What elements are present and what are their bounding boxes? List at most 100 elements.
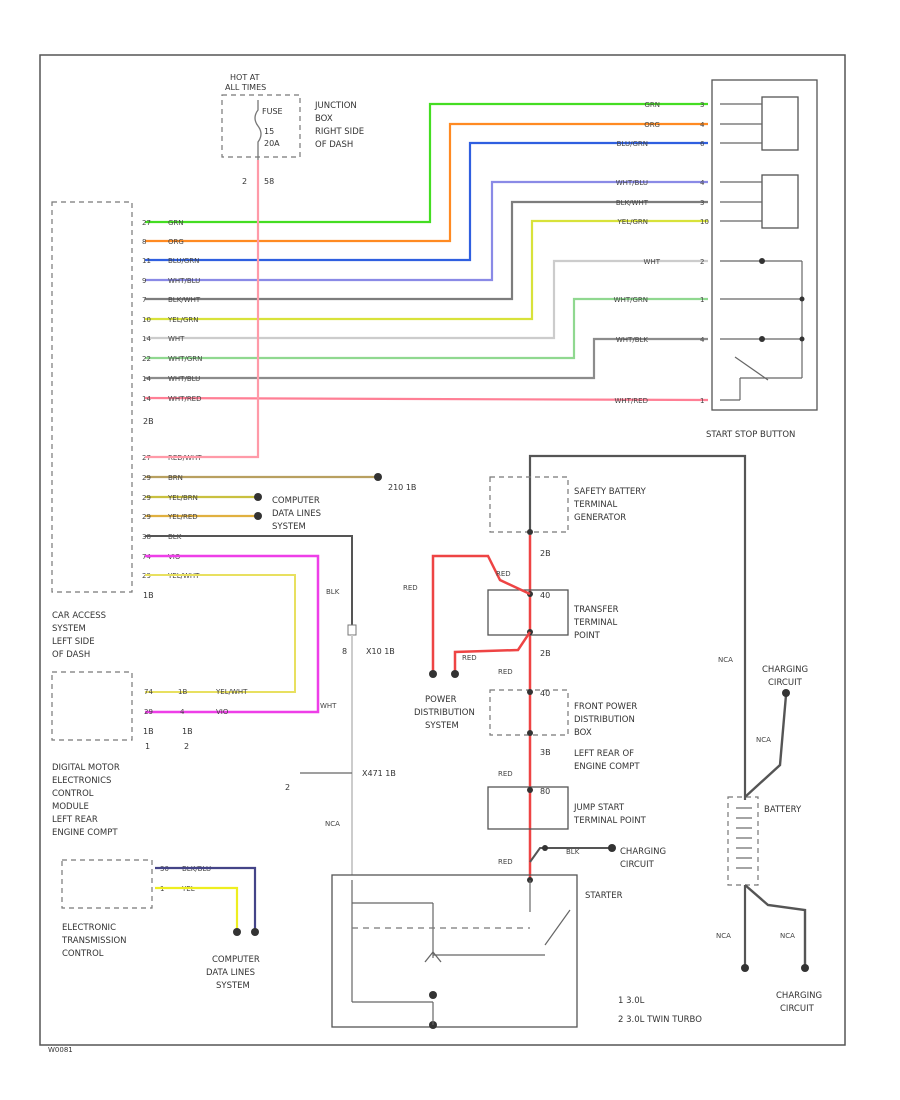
nca-starter-label: NCA — [325, 820, 340, 828]
charging-3-line1: CHARGING — [776, 991, 822, 1001]
red-label-6: RED — [498, 858, 513, 866]
cas-wire-label-10: WHT/RED — [168, 395, 202, 403]
all-times-label: ALL TIMES — [225, 83, 266, 92]
cas-wire-label-9: WHT/BLU — [168, 375, 200, 383]
fuse-amp: 20A — [264, 139, 280, 148]
pin-2-label: 2 — [285, 783, 290, 792]
fuse-label: FUSE — [262, 107, 283, 116]
btn-wire-label-9: WHT/BLK — [616, 336, 649, 344]
diagram-frame — [39, 54, 846, 1046]
front-power-line1: FRONT POWER — [574, 702, 637, 712]
car-access-line4: OF DASH — [52, 650, 90, 660]
wht-wire-label: WHT — [320, 702, 337, 710]
transfer-line2: TERMINAL — [573, 618, 617, 628]
fuse-number: 15 — [264, 127, 274, 136]
cas-pin-3: 11 — [142, 257, 151, 265]
dme-pin-1b-top: 1B — [178, 688, 187, 696]
transfer-line3: POINT — [574, 631, 601, 641]
transmission-line1: ELECTRONIC — [62, 923, 116, 933]
junction-box: HOT AT ALL TIMES FUSE 15 20A JUNCTION BO… — [221, 73, 364, 186]
computer-data-line3: SYSTEM — [272, 522, 306, 532]
front-power-line5: ENGINE COMPT — [574, 762, 640, 772]
red-pd-wire-2 — [453, 631, 532, 672]
btn-pin-6: 10 — [700, 218, 709, 226]
btn-pin-9: 4 — [700, 336, 705, 344]
connector-x10 — [347, 624, 357, 636]
pin-8-label: 8 — [342, 647, 347, 656]
btn-pin-1: 3 — [700, 101, 704, 109]
red-label-4: RED — [498, 668, 513, 676]
wire-4 — [145, 180, 708, 282]
fuse-pin-58: 58 — [264, 177, 274, 186]
car-access-system: 2B 1B CAR ACCESS SYSTEM LEFT SIDE OF DAS… — [51, 201, 154, 660]
wire-7 — [145, 259, 708, 340]
dme-pin-4: 4 — [180, 708, 185, 716]
dme-color-1: YEL/WHT — [215, 688, 248, 696]
blk-wire-label: BLK — [326, 588, 340, 596]
btn-pin-3: 6 — [700, 140, 705, 148]
cas-pin-1b: 1B — [143, 591, 154, 600]
tp-pin-40: 40 — [540, 591, 550, 600]
dme-line6: ENGINE COMPT — [52, 828, 118, 838]
charging-1-line2: CIRCUIT — [620, 860, 655, 870]
cas-wire-label-1: GRN — [168, 219, 184, 227]
dme-bottom-3: 1 — [145, 742, 150, 751]
charging-1-line1: CHARGING — [620, 847, 666, 857]
data-line-node-1 — [254, 493, 262, 501]
safety-battery-line2: TERMINAL — [573, 500, 617, 510]
transfer-line1: TRANSFER — [573, 605, 619, 615]
cas-pin-5: 7 — [142, 296, 146, 304]
safety-battery-line3: GENERATOR — [574, 513, 626, 523]
btn-wire-label-7: WHT — [644, 258, 661, 266]
splice-x10-label: X10 1B — [366, 647, 395, 656]
charging-3-line2: CIRCUIT — [780, 1004, 815, 1014]
wire-6 — [145, 219, 708, 321]
lower-pin-4: 29 — [142, 513, 151, 521]
battery-positive-bus — [528, 454, 747, 800]
btn-pin-5: 3 — [700, 199, 704, 207]
computer-data-2-line3: SYSTEM — [216, 981, 250, 991]
wire-9 — [145, 337, 708, 380]
wire-10 — [144, 396, 709, 402]
dme-line5: LEFT REAR — [52, 815, 98, 825]
tp-pin-2b: 2B — [540, 649, 551, 658]
wire-8 — [145, 297, 708, 360]
fpdb-pin-3b: 3B — [540, 748, 551, 757]
car-access-line3: LEFT SIDE — [52, 637, 95, 647]
transmission-line2: TRANSMISSION — [61, 936, 127, 946]
front-power-line2: DISTRIBUTION — [574, 715, 635, 725]
car-access-line2: SYSTEM — [52, 624, 86, 634]
cas-pin-8: 22 — [142, 355, 151, 363]
start-stop-button-label: START STOP BUTTON — [706, 430, 795, 440]
dme-pin-29: 29 — [144, 708, 153, 716]
cas-pin-9: 14 — [142, 375, 151, 383]
blk-battery-top — [744, 694, 788, 798]
nca-label-1: NCA — [718, 656, 733, 664]
btn-pin-7: 2 — [700, 258, 704, 266]
btn-wire-label-4: WHT/BLU — [616, 179, 648, 187]
dme-line1: DIGITAL MOTOR — [52, 763, 120, 773]
transmission-line3: CONTROL — [62, 949, 104, 959]
cas-wire-label-2: ORG — [168, 238, 184, 246]
front-power-line3: BOX — [574, 728, 592, 738]
battery: BATTERY CHARGING CIRCUIT NCA NCA NCA NCA… — [716, 656, 822, 1014]
starter-motor-symbol — [424, 950, 442, 963]
dme-line3: CONTROL — [52, 789, 94, 799]
battery-label: BATTERY — [764, 805, 802, 815]
charging-2-line1: CHARGING — [762, 665, 808, 675]
splice-210 — [374, 473, 382, 481]
sb-pin: 2B — [540, 549, 551, 558]
wire-5 — [145, 200, 708, 301]
dme-line2: ELECTRONICS — [52, 776, 111, 786]
yel-wht-wire — [145, 574, 296, 693]
cas-wire-label-6: YEL/GRN — [167, 316, 198, 324]
wire-2 — [145, 122, 708, 243]
nca-label-2: NCA — [756, 736, 771, 744]
yel-tcu-wire — [155, 886, 239, 930]
lower-label-3: YEL/BRN — [167, 494, 198, 502]
power-path: SAFETY BATTERY TERMINAL GENERATOR 2B 40 … — [403, 454, 747, 883]
cas-wire-label-8: WHT/GRN — [168, 355, 202, 363]
dme-color-2: VIO — [216, 708, 229, 716]
